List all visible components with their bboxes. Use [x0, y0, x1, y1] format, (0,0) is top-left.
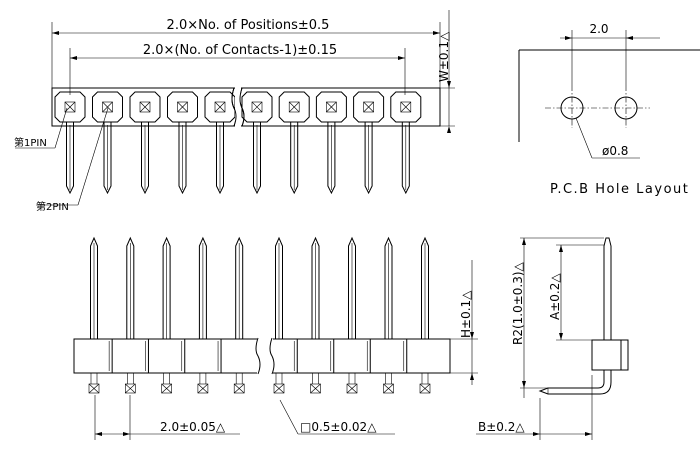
width-dimension-label: W±0.1△ — [437, 31, 451, 82]
front-pin-1 — [88, 236, 100, 394]
pin2-label: 第2PIN — [36, 200, 69, 213]
top-pin-8 — [315, 91, 347, 195]
hole-pitch-label: 2.0 — [589, 22, 608, 36]
top-pin-9 — [353, 91, 385, 195]
top-pins — [54, 91, 422, 195]
height-dimension-label: H±0.1△ — [459, 290, 473, 338]
pin1-label: 第1PIN — [14, 136, 47, 149]
pcb-caption: P.C.B Hole Layout — [550, 182, 689, 197]
front-pin-5 — [233, 236, 245, 394]
top-pin-4 — [167, 91, 198, 195]
hole-1 — [560, 96, 584, 120]
side-housing — [591, 339, 629, 371]
a-dimension-label: A±0.2△ — [548, 273, 562, 320]
front-pin-10 — [419, 236, 431, 394]
top-pin-6 — [241, 91, 273, 195]
pitch-dimension-label: 2.0±0.05△ — [160, 420, 226, 434]
top-housing-outline — [51, 87, 441, 127]
front-pins — [88, 236, 431, 394]
front-pin-7 — [310, 236, 321, 394]
side-view: R2(1.0±0.3)△ A±0.2△ B±0.2△ — [476, 237, 629, 440]
top-pin-10 — [390, 91, 422, 195]
top-pin-1 — [54, 91, 86, 195]
side-vertical-pin — [603, 237, 612, 341]
radius-dimension-label: R2(1.0±0.3)△ — [511, 261, 525, 345]
hole-2 — [614, 96, 638, 120]
front-pin-2 — [125, 236, 136, 394]
front-pin-6 — [273, 236, 285, 394]
top-pin-2 — [92, 91, 123, 195]
top-housing — [51, 87, 441, 127]
side-bent-pin — [538, 370, 612, 395]
front-pin-3 — [161, 236, 172, 394]
top-pin-5 — [204, 91, 236, 195]
top-pin-7 — [278, 91, 310, 195]
front-pin-4 — [197, 236, 209, 394]
contacts-dimension-label: 2.0×(No. of Contacts-1)±0.15 — [143, 43, 337, 58]
b-dimension-label: B±0.2△ — [478, 420, 525, 434]
top-pin-3 — [129, 91, 161, 195]
front-pin-9 — [383, 236, 394, 394]
pin-square-label: □0.5±0.02△ — [300, 420, 377, 434]
positions-dimension-label: 2.0×No. of Positions±0.5 — [167, 18, 330, 33]
front-view: H±0.1△ 2.0±0.05△ □0.5±0.02△ — [73, 236, 478, 440]
pcb-hole-layout: 2.0 ø0.8 P.C.B Hole Layout — [518, 22, 700, 197]
front-pin-8 — [346, 236, 358, 394]
hole-diameter-label: ø0.8 — [602, 144, 628, 158]
front-housing-dividers — [108, 339, 408, 373]
top-view: 2.0×No. of Positions±0.5 2.0×(No. of Con… — [14, 10, 455, 213]
